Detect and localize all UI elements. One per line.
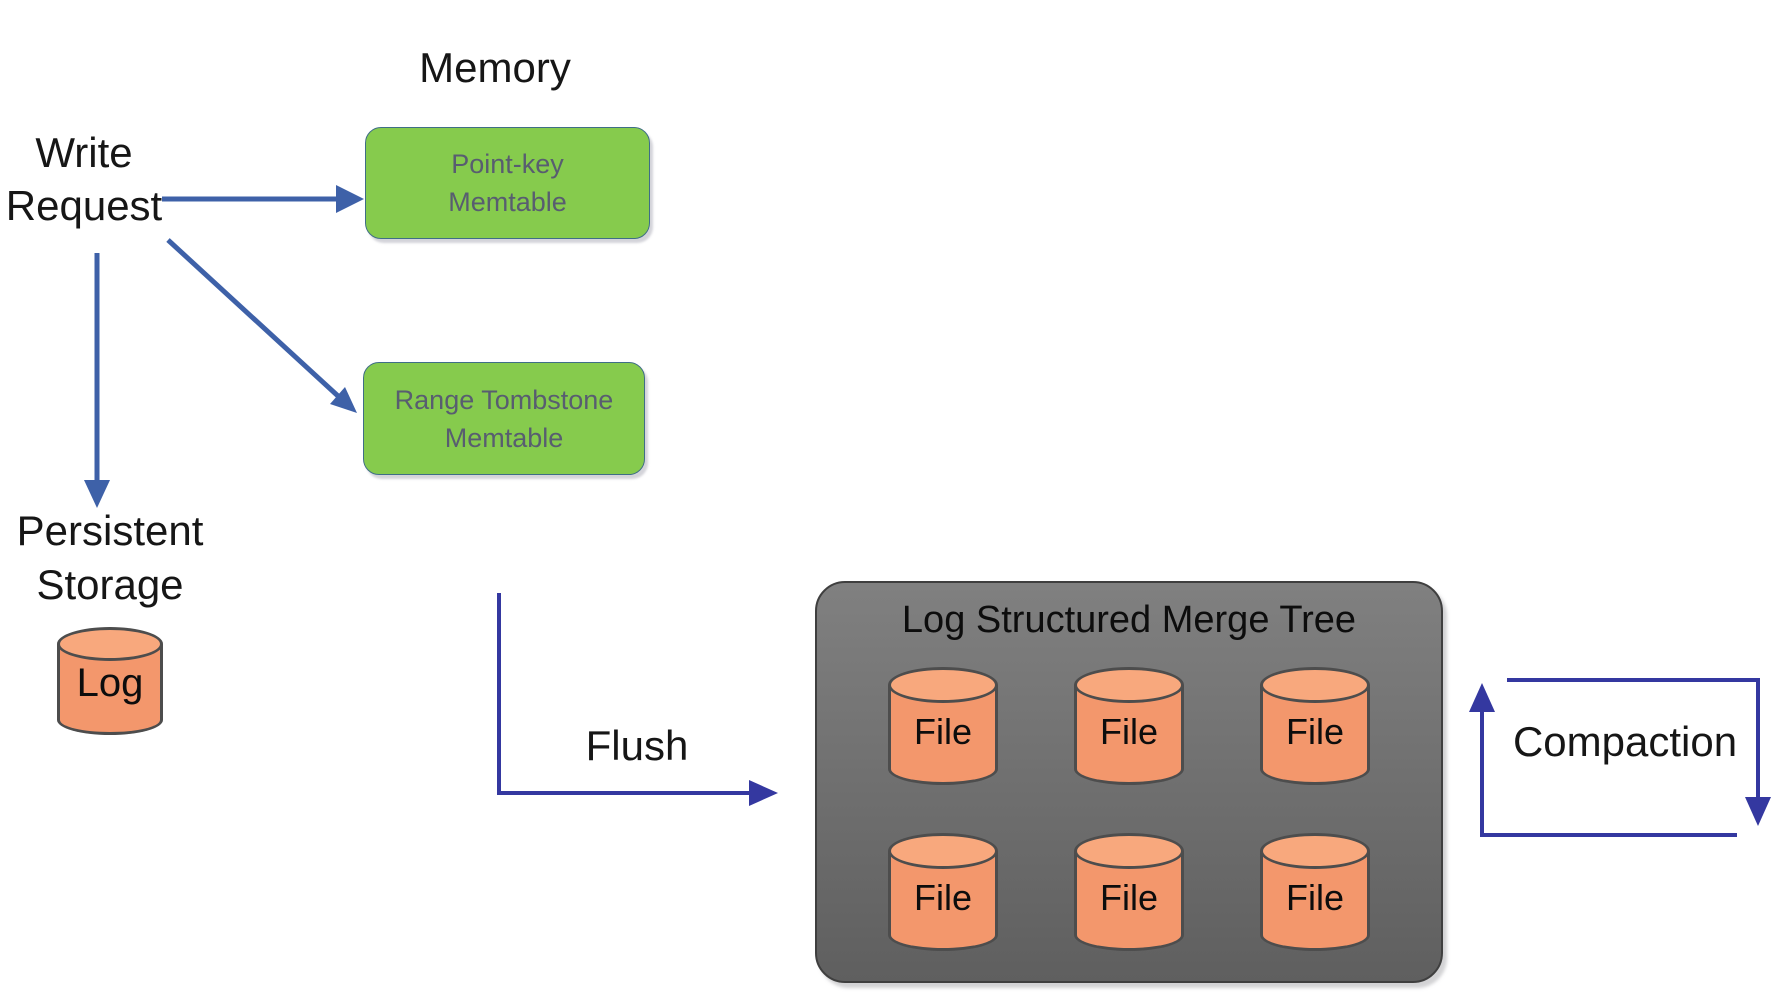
file-cylinder: File xyxy=(1074,833,1184,951)
compaction-down-arrow xyxy=(1507,678,1771,826)
file-cylinder-top-ellipse xyxy=(1260,667,1370,703)
file-cylinder: File xyxy=(1260,833,1370,951)
lsm-tree-title: Log Structured Merge Tree xyxy=(901,599,1357,641)
persistent-storage-label: Persistent Storage xyxy=(10,504,210,612)
memory-label: Memory xyxy=(419,44,571,91)
lsm-tree-box: Log Structured Merge Tree File File File xyxy=(815,581,1443,983)
file-cylinder-top-ellipse xyxy=(1260,833,1370,869)
file-cylinder: File xyxy=(1260,667,1370,785)
file-cylinder-top-ellipse xyxy=(1074,833,1184,869)
file-cylinder-top-ellipse xyxy=(888,833,998,869)
compaction-up-arrow xyxy=(1469,683,1737,837)
file-label: File xyxy=(1099,877,1158,918)
pointkey-memtable-box: Point-key Memtable xyxy=(365,127,650,239)
file-label: File xyxy=(1285,711,1344,752)
log-cylinder-top-ellipse xyxy=(57,627,163,661)
log-label: Log xyxy=(76,661,144,705)
write-request-line2: Request xyxy=(5,182,163,229)
file-label: File xyxy=(1285,877,1344,918)
pointkey-memtable-line2: Memtable xyxy=(448,187,567,217)
file-label: File xyxy=(913,711,972,752)
pointkey-memtable-line1: Point-key xyxy=(451,149,564,179)
file-cylinder: File xyxy=(888,833,998,951)
write-to-pointkey-arrow xyxy=(162,185,364,213)
file-cylinder-top-ellipse xyxy=(1074,667,1184,703)
log-cylinder: Log xyxy=(57,627,163,735)
file-cylinder: File xyxy=(1074,667,1184,785)
flush-label: Flush xyxy=(585,722,689,769)
range-tombstone-line1: Range Tombstone xyxy=(394,384,614,415)
file-cylinder-top-ellipse xyxy=(888,667,998,703)
range-tombstone-line2: Memtable xyxy=(444,422,564,453)
compaction-label: Compaction xyxy=(1512,718,1738,765)
write-to-persistent-arrow xyxy=(84,253,110,508)
write-to-rangetombstone-arrow xyxy=(166,238,357,413)
flush-arrow xyxy=(497,593,778,806)
persistent-storage-line2: Storage xyxy=(36,561,184,608)
file-label: File xyxy=(913,877,972,918)
lsm-file-row-2: File File File xyxy=(817,833,1441,951)
persistent-storage-line1: Persistent xyxy=(16,507,204,554)
lsm-file-row-1: File File File xyxy=(817,667,1441,785)
write-request-label: Write Request xyxy=(0,126,168,232)
write-request-line1: Write xyxy=(35,129,133,176)
file-cylinder: File xyxy=(888,667,998,785)
range-tombstone-memtable-box: Range Tombstone Memtable xyxy=(363,362,645,475)
file-label: File xyxy=(1099,711,1158,752)
